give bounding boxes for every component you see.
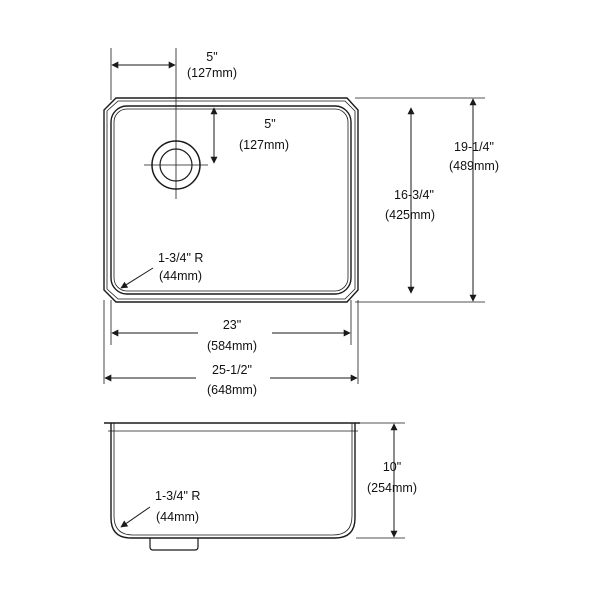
overall-length-metric: (489mm) <box>449 159 499 173</box>
drain-offset-y-imperial: 5" <box>264 117 275 131</box>
depth-imperial: 10" <box>383 460 401 474</box>
bowl-width-imperial: 23" <box>223 318 241 332</box>
side-corner-radius-imperial: 1-3/4" R <box>155 489 200 503</box>
overall-width-metric: (648mm) <box>207 383 257 397</box>
drain-icon <box>144 131 208 199</box>
side-view: 10" (254mm) 1-3/4" R (44mm) <box>104 422 417 551</box>
corner-radius-leader <box>120 267 154 289</box>
drain-offset-y-metric: (127mm) <box>239 138 289 152</box>
side-corner-radius-leader <box>120 506 151 528</box>
depth-metric: (254mm) <box>367 481 417 495</box>
sink-bowl-inner-edge <box>113 108 349 292</box>
bowl-length-imperial: 16-3/4" <box>394 188 434 202</box>
side-view-bowl-inner-edge <box>113 423 353 536</box>
sink-flange-inner-edge <box>106 100 356 300</box>
drain-offset-x-imperial: 5" <box>206 50 217 64</box>
top-view: 5" (127mm) 5" (127mm) 16-3/4" (425mm) 19… <box>103 48 499 397</box>
bowl-length-metric: (425mm) <box>385 208 435 222</box>
drain-outlet-icon <box>149 538 199 551</box>
overall-width-imperial: 25-1/2" <box>212 363 252 377</box>
bowl-width-metric: (584mm) <box>207 339 257 353</box>
corner-radius-imperial: 1-3/4" R <box>158 251 203 265</box>
corner-radius-metric: (44mm) <box>159 269 202 283</box>
side-corner-radius-metric: (44mm) <box>156 510 199 524</box>
drain-offset-x-metric: (127mm) <box>187 66 237 80</box>
side-view-bowl-outline <box>110 423 356 539</box>
sink-flange-outline <box>103 97 359 303</box>
sink-bowl-outline <box>110 105 352 295</box>
overall-length-imperial: 19-1/4" <box>454 140 494 154</box>
